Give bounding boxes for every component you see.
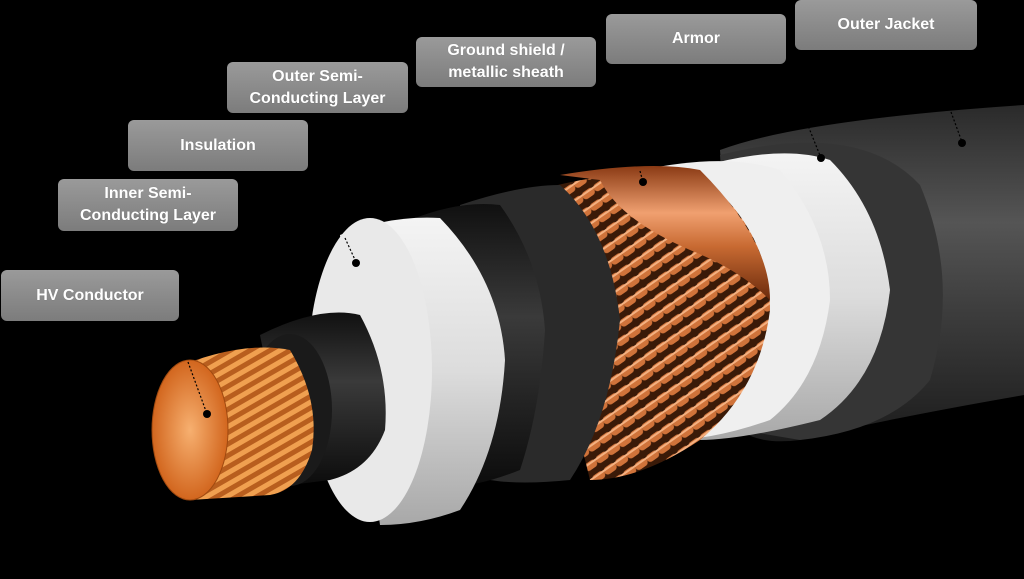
label-outer-jacket: Outer Jacket [795, 0, 977, 50]
label-outer-semi-conducting-layer: Outer Semi- Conducting Layer [227, 62, 408, 113]
label-inner-semi-conducting-layer: Inner Semi- Conducting Layer [58, 179, 238, 231]
conductor-face [152, 360, 228, 500]
label-ground-shield-metallic-sheath: Ground shield / metallic sheath [416, 37, 596, 87]
label-hv-conductor: HV Conductor [1, 270, 179, 321]
label-armor: Armor [606, 14, 786, 64]
label-insulation: Insulation [128, 120, 308, 171]
copper-tape-shape [560, 166, 770, 300]
